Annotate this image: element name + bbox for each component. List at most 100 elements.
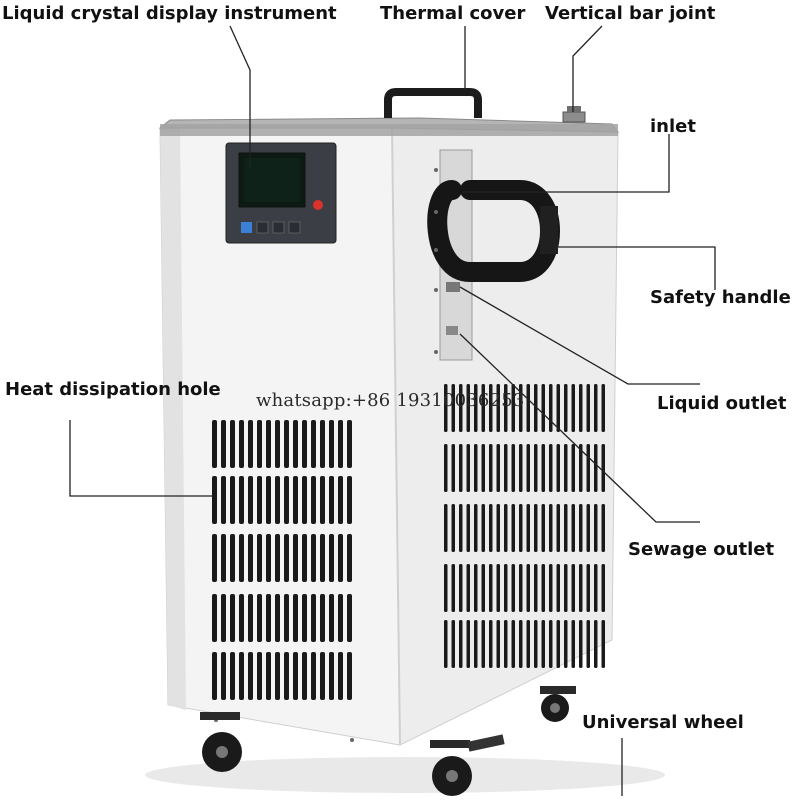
vent-slot — [347, 652, 352, 700]
vent-slot — [601, 620, 605, 668]
vent-slot — [594, 444, 598, 492]
vent-slot — [526, 444, 530, 492]
vent-slot — [239, 534, 244, 582]
vent-slot — [496, 384, 500, 432]
vent-slot — [504, 444, 508, 492]
vent-slot — [230, 652, 235, 700]
vent-slot — [481, 564, 485, 612]
vent-slot — [549, 504, 553, 552]
vent-slot — [496, 444, 500, 492]
right-vent-grille — [444, 384, 605, 668]
vent-slot — [293, 420, 298, 468]
vent-slot — [329, 476, 334, 524]
vent-slot — [549, 564, 553, 612]
universal-wheel-left — [200, 712, 242, 772]
vent-slot — [549, 620, 553, 668]
vent-slot — [519, 384, 523, 432]
vent-slot — [257, 534, 262, 582]
vent-slot — [534, 444, 538, 492]
safety-handle-bracket — [540, 206, 558, 254]
vent-slot — [586, 620, 590, 668]
vent-slot — [586, 564, 590, 612]
vent-slot — [302, 420, 307, 468]
vent-slot — [571, 564, 575, 612]
screw — [434, 248, 438, 252]
leader-heat-dissipation — [69, 420, 216, 497]
vent-slot — [564, 444, 568, 492]
label-thermal-cover: Thermal cover — [380, 3, 526, 24]
watermark-text: whatsapp:+86 19310036253 — [256, 390, 525, 411]
vent-slot — [221, 534, 226, 582]
vent-slot — [230, 420, 235, 468]
vent-slot — [579, 564, 583, 612]
body-left-edge-shade — [160, 128, 186, 710]
vent-slot — [444, 384, 448, 432]
vent-slot — [504, 504, 508, 552]
vent-slot — [511, 504, 515, 552]
vent-slot — [534, 384, 538, 432]
vent-slot — [293, 534, 298, 582]
vent-slot — [459, 384, 463, 432]
vent-slot — [266, 534, 271, 582]
vent-slot — [311, 652, 316, 700]
vent-slot — [329, 420, 334, 468]
vent-slot — [239, 420, 244, 468]
vent-slot — [571, 444, 575, 492]
vent-slot — [338, 652, 343, 700]
vent-slot — [459, 444, 463, 492]
vent-slot — [221, 652, 226, 700]
vent-slot — [302, 594, 307, 642]
vent-slot — [275, 594, 280, 642]
label-liquid-outlet: Liquid outlet — [657, 393, 787, 414]
vent-slot — [481, 444, 485, 492]
vent-slot — [601, 504, 605, 552]
vent-slot — [347, 594, 352, 642]
leader-liquid-outlet — [459, 286, 700, 385]
vent-slot — [338, 476, 343, 524]
vent-slot — [504, 384, 508, 432]
label-sewage-outlet: Sewage outlet — [628, 539, 775, 560]
top-handle — [384, 88, 482, 118]
vent-slot — [212, 420, 217, 468]
vent-slot — [594, 504, 598, 552]
panel-button-4 — [288, 221, 301, 234]
vent-slot — [549, 444, 553, 492]
vent-slot — [459, 620, 463, 668]
vent-slot — [579, 620, 583, 668]
vent-slot — [481, 384, 485, 432]
vent-slot — [586, 444, 590, 492]
vent-slot — [451, 504, 455, 552]
vent-slot — [526, 384, 530, 432]
vertical-bar-joint — [562, 111, 586, 123]
vent-slot — [474, 564, 478, 612]
universal-wheel-front — [430, 734, 505, 796]
vent-slot — [275, 652, 280, 700]
vent-slot — [302, 652, 307, 700]
vent-slot — [338, 534, 343, 582]
vent-slot — [284, 652, 289, 700]
leader-inlet — [462, 134, 670, 193]
vent-slot — [320, 652, 325, 700]
vent-slot — [541, 564, 545, 612]
vent-slot — [601, 384, 605, 432]
vent-slot — [556, 504, 560, 552]
vent-slot — [451, 444, 455, 492]
vent-slot — [266, 420, 271, 468]
vent-slot — [338, 594, 343, 642]
vent-slot — [221, 420, 226, 468]
vent-slot — [311, 594, 316, 642]
vent-slot — [248, 652, 253, 700]
vent-slot — [549, 384, 553, 432]
vent-slot — [284, 594, 289, 642]
leader-lcd — [229, 25, 251, 168]
vent-slot — [329, 594, 334, 642]
vent-slot — [481, 504, 485, 552]
vent-slot — [586, 384, 590, 432]
vent-slot — [444, 504, 448, 552]
vent-slot — [564, 504, 568, 552]
vent-slot — [571, 504, 575, 552]
vent-slot — [248, 476, 253, 524]
liquid-outlet-fitting — [446, 282, 460, 292]
